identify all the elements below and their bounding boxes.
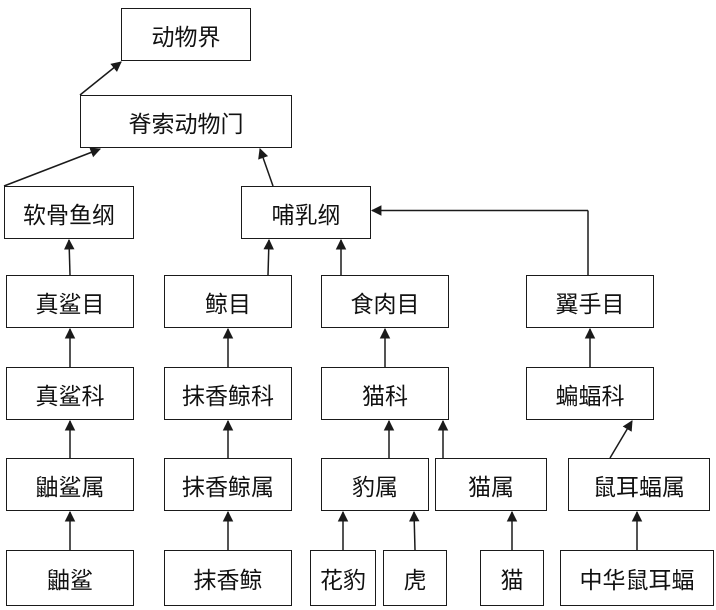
edge-phylum-to-kingdom <box>79 61 122 96</box>
node-myotis: 鼠耳蝠属 <box>568 458 710 511</box>
node-carnivora: 食肉目 <box>321 275 449 328</box>
node-shark-genus: 鼬鲨属 <box>6 458 134 511</box>
node-panthera: 豹属 <box>321 458 429 511</box>
node-cat: 猫 <box>480 550 544 606</box>
node-tiger: 虎 <box>383 550 447 606</box>
node-kingdom: 动物界 <box>121 8 251 61</box>
edge-myotis-to-bat-family <box>609 420 633 459</box>
node-tiger-shark: 鼬鲨 <box>6 550 134 606</box>
edge-whale-order-to-mammalia <box>263 238 274 276</box>
node-sperm-whale-genus: 抹香鲸属 <box>164 458 292 511</box>
node-leopard: 花豹 <box>310 550 376 606</box>
node-bat-family: 蝙蝠科 <box>526 367 654 420</box>
node-chinese-myotis: 中华鼠耳蝠 <box>560 550 714 606</box>
node-chondrichthyes: 软骨鱼纲 <box>4 186 134 239</box>
node-felis: 猫属 <box>435 458 547 511</box>
edge-tiger-to-panthera <box>409 510 420 551</box>
node-sperm-whale: 抹香鲸 <box>164 550 292 606</box>
node-phylum: 脊索动物门 <box>80 95 292 148</box>
node-sperm-whale-family: 抹香鲸科 <box>164 367 292 420</box>
node-felidae: 猫科 <box>321 367 449 420</box>
node-shark-order: 真鲨目 <box>6 275 134 328</box>
node-chiroptera: 翼手目 <box>526 275 654 328</box>
edge-shark-order-to-chondrichthyes <box>64 238 75 276</box>
edge-chondrichthyes-to-phylum <box>3 147 101 187</box>
node-mammalia: 哺乳纲 <box>241 186 371 239</box>
node-whale-order: 鲸目 <box>164 275 292 328</box>
node-shark-family: 真鲨科 <box>6 367 134 420</box>
edge-mammalia-to-phylum <box>258 148 274 187</box>
